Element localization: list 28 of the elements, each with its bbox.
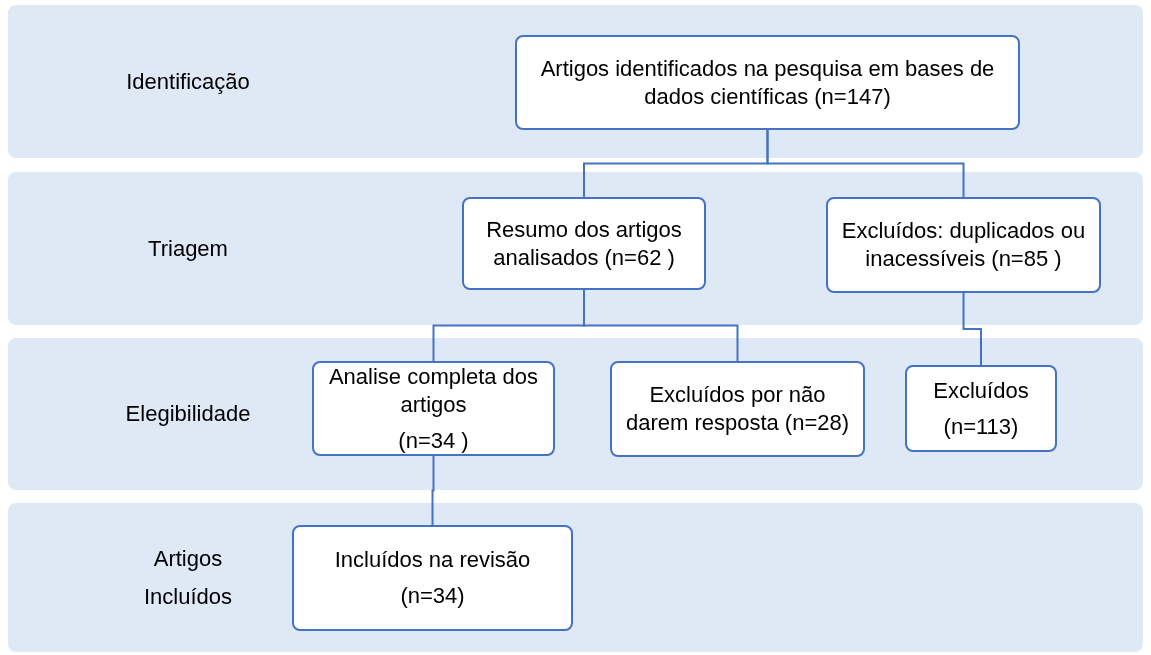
process-box (826, 197, 1101, 293)
process-box (905, 365, 1057, 452)
process-box (610, 361, 865, 457)
stage-label: Identificação (125, 67, 251, 96)
connector-line (431, 455, 435, 526)
stage-label: Elegibilidade (124, 400, 252, 428)
stage-band (8, 338, 1143, 490)
box-text: (n=34) (400, 582, 465, 610)
box-text: (n=34 ) (398, 426, 469, 455)
box-text: Analise completa dos artigos (327, 362, 540, 419)
stage-label: Artigos Incluídos (142, 544, 234, 611)
process-box (515, 35, 1020, 130)
box-text: (n=113) (943, 412, 1019, 441)
box-text: Excluídos (933, 376, 1029, 405)
stage-band (8, 5, 1143, 158)
process-box (312, 361, 555, 456)
box-text: Excluídos por não darem resposta (n=28) (624, 381, 851, 437)
box-text: Resumo dos artigos analisados (n=62 ) (485, 215, 683, 272)
stage-band (8, 503, 1143, 652)
connector-line (766, 129, 965, 198)
process-box (462, 197, 706, 290)
box-text: Artigos identificados na pesquisa em bases de dados científicas (n=147) (539, 54, 996, 111)
box-text: Incluídos na revisão (334, 546, 531, 574)
box-text: Excluídos: duplicados ou inacessíveis (n=85 ) (840, 217, 1087, 273)
stage-label: Triagem (147, 234, 229, 263)
process-box (292, 525, 573, 631)
connector-line (962, 292, 982, 366)
stage-band (8, 172, 1143, 325)
